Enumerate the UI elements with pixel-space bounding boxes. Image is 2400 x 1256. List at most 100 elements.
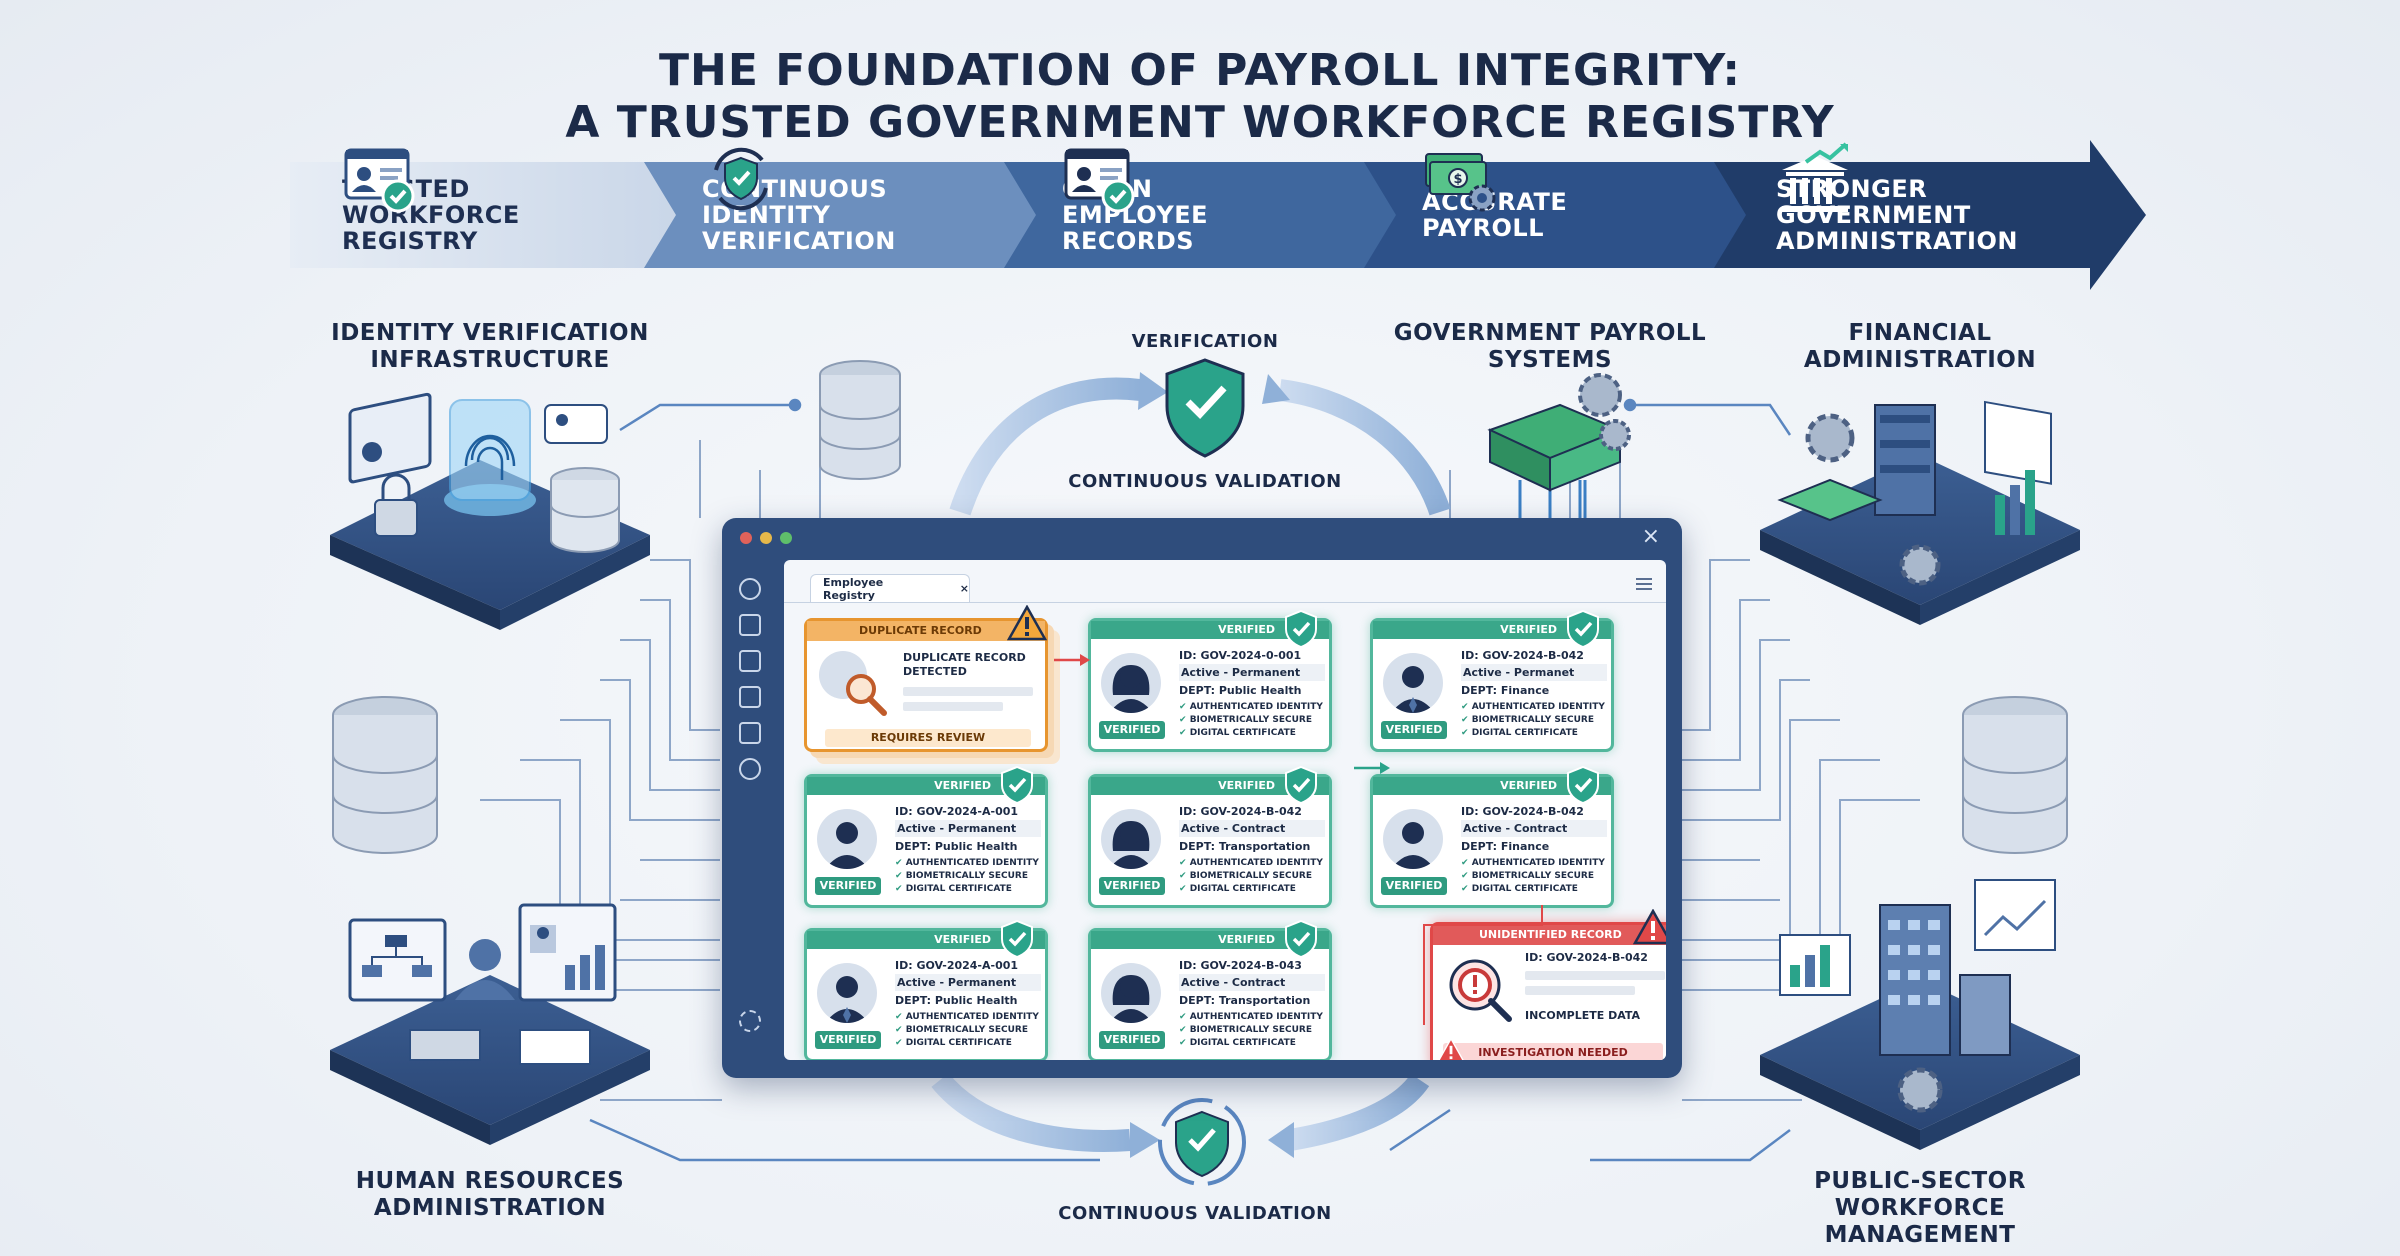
government-building-icon xyxy=(1782,142,1848,212)
document-icon[interactable] xyxy=(739,650,761,672)
user-icon[interactable] xyxy=(739,578,761,600)
employment-status: Active - Permanent xyxy=(895,974,1041,991)
settings-icon[interactable] xyxy=(739,1010,761,1032)
verified-shield-icon xyxy=(1285,919,1317,959)
avatar xyxy=(817,809,877,869)
check-item: BIOMETRICALLY SECURE xyxy=(1179,1024,1325,1037)
verified-badge: VERIFIED xyxy=(1099,721,1165,739)
process-step-3: CLEAN EMPLOYEE RECORDS xyxy=(1062,140,1208,290)
employment-status: Active - Contract xyxy=(1179,820,1325,837)
hamburger-menu-icon[interactable] xyxy=(1636,578,1652,590)
label-financial-administration: FINANCIAL ADMINISTRATION xyxy=(1803,320,2037,373)
label-identity-verification: IDENTITY VERIFICATION INFRASTRUCTURE xyxy=(331,320,649,373)
small-alert-icon xyxy=(1438,1037,1464,1060)
verified-shield-icon xyxy=(1285,609,1317,649)
verification-checklist: AUTHENTICATED IDENTITYBIOMETRICALLY SECU… xyxy=(1179,857,1325,896)
validation-arc-top-left xyxy=(949,377,1142,516)
svg-text:$: $ xyxy=(1453,172,1462,187)
label-verification: VERIFICATION xyxy=(1131,331,1279,352)
check-item: AUTHENTICATED IDENTITY xyxy=(1461,857,1607,870)
card-header: VERIFIED xyxy=(1091,777,1329,795)
process-step-4: $ ACCURATE PAYROLL xyxy=(1422,140,1567,290)
check-item: AUTHENTICATED IDENTITY xyxy=(1179,701,1325,714)
warning-icon xyxy=(1007,605,1047,641)
title-line-1: THE FOUNDATION OF PAYROLL INTEGRITY: xyxy=(659,45,1741,96)
verified-shield-icon xyxy=(1001,765,1033,805)
verification-checklist: AUTHENTICATED IDENTITYBIOMETRICALLY SECU… xyxy=(1461,701,1607,740)
tab-close-icon[interactable]: × xyxy=(959,582,969,595)
placeholder-line xyxy=(1525,971,1665,980)
globe-icon[interactable] xyxy=(739,758,761,780)
placeholder-line xyxy=(1525,986,1635,995)
record-flow-arrows xyxy=(1054,654,1543,1025)
flow-connectors xyxy=(589,398,1792,1162)
id-card-check-icon xyxy=(1064,148,1135,213)
check-item: BIOMETRICALLY SECURE xyxy=(1179,714,1325,727)
incomplete-data-text: INCOMPLETE DATA xyxy=(1525,1009,1641,1022)
avatar xyxy=(1383,653,1443,713)
avatar xyxy=(1101,809,1161,869)
verification-checklist: AUTHENTICATED IDENTITYBIOMETRICALLY SECU… xyxy=(1461,857,1607,896)
tab-divider xyxy=(784,602,1666,603)
label-workforce-management: PUBLIC-SECTOR WORKFORCE MANAGEMENT xyxy=(1814,1168,2026,1248)
window-maximize-dot[interactable] xyxy=(780,532,792,544)
card-header: VERIFIED xyxy=(1373,621,1611,639)
employee-id: ID: GOV-2024-A-001 xyxy=(895,959,1019,972)
registry-content: Employee Registry × DUPLICATE RECORD DUP… xyxy=(784,560,1666,1060)
label-continuous-validation-bottom: CONTINUOUS VALIDATION xyxy=(1058,1203,1332,1224)
window-sidebar xyxy=(736,578,764,1058)
hr-administration-platform xyxy=(330,903,650,1145)
duplicate-record-header: DUPLICATE RECORD xyxy=(807,621,1045,641)
check-item: DIGITAL CERTIFICATE xyxy=(1179,727,1325,740)
duplicate-record-text: DUPLICATE RECORD DETECTED xyxy=(903,651,1026,678)
unidentified-record-card[interactable]: UNIDENTIFIED RECORD ID: GOV-2024-B-042 I… xyxy=(1430,909,1666,1060)
duplicate-record-card[interactable]: DUPLICATE RECORD DUPLICATE RECORD DETECT… xyxy=(804,605,1048,752)
validation-arc-arrowhead-right xyxy=(1262,374,1290,404)
money-gear-icon: $ xyxy=(1425,153,1496,212)
employment-status: Active - Permanent xyxy=(1179,664,1325,681)
identity-verification-platform xyxy=(330,392,650,630)
check-item: AUTHENTICATED IDENTITY xyxy=(1179,857,1325,870)
verification-checklist: AUTHENTICATED IDENTITYBIOMETRICALLY SECU… xyxy=(1179,1011,1325,1050)
validation-arc-top-right xyxy=(1278,379,1451,516)
tab-label: Employee Registry xyxy=(823,575,884,602)
check-item: DIGITAL CERTIFICATE xyxy=(1179,883,1325,896)
validation-arc-arrowhead-top xyxy=(1138,372,1168,410)
verified-shield-icon xyxy=(1001,919,1033,959)
verification-checklist: AUTHENTICATED IDENTITYBIOMETRICALLY SECU… xyxy=(1179,701,1325,740)
check-item: DIGITAL CERTIFICATE xyxy=(1461,883,1607,896)
verified-badge: VERIFIED xyxy=(1381,877,1447,895)
process-step-5: STRONGER GOVERNMENT ADMINISTRATION xyxy=(1776,140,2018,290)
id-card-icon[interactable] xyxy=(739,686,761,708)
validation-arc-bottom-left xyxy=(931,1072,1131,1152)
verification-checklist: AUTHENTICATED IDENTITYBIOMETRICALLY SECU… xyxy=(895,857,1041,896)
window-close-button[interactable]: × xyxy=(1641,524,1660,549)
unidentified-id: ID: GOV-2024-B-042 xyxy=(1525,951,1648,964)
magnifier-alert-icon xyxy=(1449,959,1512,1022)
verified-badge: VERIFIED xyxy=(1381,721,1447,739)
placeholder-line xyxy=(903,687,1033,696)
building-icon[interactable] xyxy=(739,722,761,744)
window-minimize-dot[interactable] xyxy=(760,532,772,544)
check-item: AUTHENTICATED IDENTITY xyxy=(895,1011,1041,1024)
check-item: BIOMETRICALLY SECURE xyxy=(1179,870,1325,883)
check-item: AUTHENTICATED IDENTITY xyxy=(895,857,1041,870)
list-icon[interactable] xyxy=(739,614,761,636)
page-title: THE FOUNDATION OF PAYROLL INTEGRITY: A T… xyxy=(0,45,2400,149)
validation-arc-bottom-right xyxy=(1288,1073,1430,1151)
tab-employee-registry[interactable]: Employee Registry × xyxy=(810,574,970,602)
circuit-lines xyxy=(480,410,1920,1101)
window-controls[interactable] xyxy=(740,532,792,544)
check-item: DIGITAL CERTIFICATE xyxy=(1461,727,1607,740)
investigation-needed-bar: INVESTIGATION NEEDED xyxy=(1443,1043,1663,1060)
label-hr-administration: HUMAN RESOURCES ADMINISTRATION xyxy=(355,1168,625,1221)
window-close-dot[interactable] xyxy=(740,532,752,544)
check-item: BIOMETRICALLY SECURE xyxy=(895,1024,1041,1037)
